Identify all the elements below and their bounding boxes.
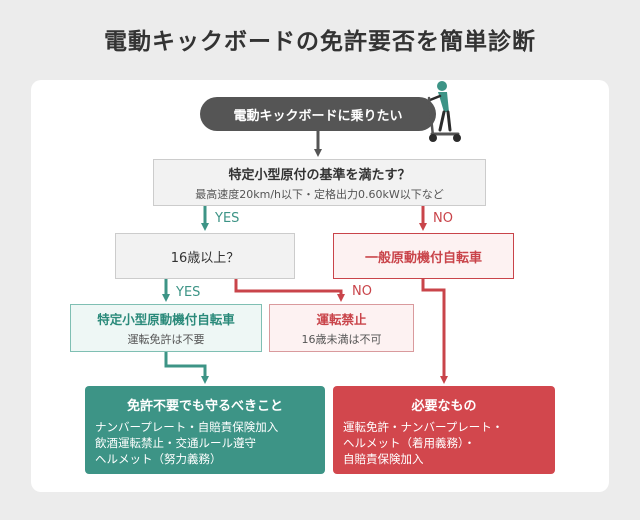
result-prohibited-note: 16歳未満は不可 bbox=[301, 333, 382, 346]
requirements-line: ヘルメット（着用義務）・ bbox=[343, 436, 476, 450]
start-node: 電動キックボードに乗りたい bbox=[200, 97, 436, 131]
label-yes-1: YES bbox=[215, 211, 240, 226]
label-no-2: NO bbox=[352, 284, 372, 299]
requirements-line: 運転免許・ナンバープレート・ bbox=[343, 420, 504, 434]
result-prohibited-title: 運転禁止 bbox=[316, 312, 367, 327]
rules-line: ヘルメット（努力義務） bbox=[95, 452, 222, 466]
result-general-moped: 一般原動機付自転車 bbox=[333, 233, 514, 279]
label-no-1: NO bbox=[433, 211, 453, 226]
result-prohibited: 運転禁止 16歳未満は不可 bbox=[269, 304, 414, 352]
question-criteria-note: 最高速度20km/h以下・定格出力0.60kW以下など bbox=[195, 187, 444, 201]
requirements-title: 必要なもの bbox=[411, 399, 477, 414]
rules-line: ナンバープレート・自賠責保険加入 bbox=[95, 420, 279, 434]
result-specified-small-moped: 特定小型原動機付自転車 運転免許は不要 bbox=[70, 304, 262, 352]
result-specified-note: 運転免許は不要 bbox=[127, 333, 205, 346]
result-specified-title: 特定小型原動機付自転車 bbox=[97, 312, 235, 327]
question-criteria: 特定小型原付の基準を満たす？ 最高速度20km/h以下・定格出力0.60kW以下… bbox=[153, 159, 486, 206]
arrow-tokutei-to-rules bbox=[164, 352, 209, 384]
arrow-q2-no bbox=[234, 279, 345, 302]
arrow-general-to-needs bbox=[421, 279, 448, 384]
kick-scooter-rider-icon bbox=[427, 81, 461, 142]
rules-without-license-box: 免許不要でも守るべきこと ナンバープレート・自賠責保険加入 飲酒運転禁止・交通ル… bbox=[85, 386, 325, 474]
question-criteria-text: 特定小型原付の基準を満たす？ bbox=[228, 167, 411, 183]
question-age: 16歳以上？ bbox=[115, 233, 295, 279]
requirements-box: 必要なもの 運転免許・ナンバープレート・ ヘルメット（着用義務）・ 自賠責保険加… bbox=[333, 386, 555, 474]
rules-title: 免許不要でも守るべきこと bbox=[126, 399, 283, 414]
rules-line: 飲酒運転禁止・交通ルール遵守 bbox=[95, 436, 256, 450]
page-title: 電動キックボードの免許要否を簡単診断 bbox=[104, 29, 536, 55]
label-yes-2: YES bbox=[176, 285, 201, 300]
requirements-line: 自賠責保険加入 bbox=[343, 452, 424, 466]
